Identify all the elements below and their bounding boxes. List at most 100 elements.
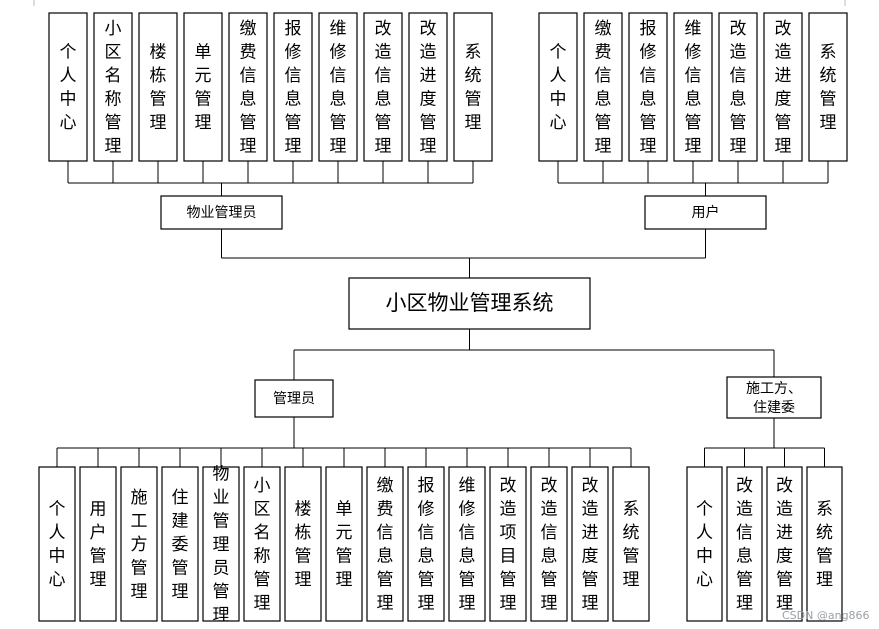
user-module-box [808, 12, 848, 162]
branch-admin: 管理员 [254, 379, 334, 418]
property_manager-module: 报修信息管理 [273, 12, 313, 162]
contractor-module-label: 个人中心 [696, 500, 713, 591]
admin-module-label: 改造信息管理 [541, 476, 558, 614]
property_manager-module-box [273, 12, 313, 162]
contractor-module-box [686, 466, 723, 622]
admin-module-label: 施工方管理 [131, 488, 148, 602]
admin-module-label: 住建委管理 [172, 488, 189, 602]
admin-module: 个人中心 [38, 466, 76, 622]
property_manager-module-box [93, 12, 133, 162]
user-module: 缴费信息管理 [583, 12, 623, 162]
admin-module: 系统管理 [612, 466, 650, 622]
contractor-module-label: 改造进度管理 [776, 476, 793, 614]
admin-module-label: 用户管理 [90, 500, 107, 591]
user-module: 系统管理 [808, 12, 848, 162]
user-module-box [628, 12, 668, 162]
property_manager-module-label: 维修信息管理 [330, 19, 347, 157]
admin-module-label: 楼栋管理 [295, 500, 312, 591]
property_manager-module-label: 楼栋管理 [150, 43, 167, 134]
user-module-label: 缴费信息管理 [595, 19, 612, 157]
property_manager-module: 维修信息管理 [318, 12, 358, 162]
property_manager-module-label: 改造进度管理 [420, 19, 437, 157]
admin-module-box [407, 466, 445, 622]
admin-module: 报修信息管理 [407, 466, 445, 622]
admin-module-label: 维修信息管理 [459, 476, 476, 614]
property_manager-module-box [183, 12, 223, 162]
user-module: 改造信息管理 [718, 12, 758, 162]
user-module-box [763, 12, 803, 162]
property_manager-module-label: 改造信息管理 [375, 19, 392, 157]
admin-module-label: 缴费信息管理 [377, 476, 394, 614]
contractor-label-line-1: 施工方、 [746, 381, 802, 397]
admin-module-box [243, 466, 281, 622]
admin-module-box [38, 466, 76, 622]
property_manager-module: 个人中心 [48, 12, 88, 162]
property_manager-module: 改造信息管理 [363, 12, 403, 162]
admin-box [254, 379, 334, 418]
admin-module-box [489, 466, 527, 622]
module-boxes: 个人中心小区名称管理楼栋管理单元管理缴费信息管理报修信息管理维修信息管理改造信息… [38, 12, 848, 625]
property_manager-module: 改造进度管理 [408, 12, 448, 162]
admin-module-box [366, 466, 404, 622]
property_manager-module-label: 报修信息管理 [285, 19, 302, 157]
admin-module: 改造信息管理 [530, 466, 568, 622]
property_manager-module: 单元管理 [183, 12, 223, 162]
property-manager-box [160, 195, 283, 230]
admin-module-label: 报修信息管理 [418, 476, 435, 614]
admin-module: 物业管理员管理 [202, 464, 240, 625]
property_manager-module-label: 小区名称管理 [105, 19, 122, 157]
admin-module-label: 改造进度管理 [582, 476, 599, 614]
contractor-module: 个人中心 [686, 466, 723, 622]
property_manager-module-label: 缴费信息管理 [240, 19, 257, 157]
admin-module: 施工方管理 [120, 466, 158, 622]
property_manager-module: 系统管理 [453, 12, 493, 162]
root-box [348, 277, 591, 330]
connector-lines [56, 161, 829, 467]
admin-module-label: 物业管理员管理 [213, 464, 230, 625]
user-module-box [673, 12, 713, 162]
property_manager-module-label: 个人中心 [60, 43, 77, 134]
admin-module-box [448, 466, 486, 622]
admin-module-box [325, 466, 363, 622]
property_manager-module-label: 系统管理 [465, 43, 482, 134]
user-module-label: 报修信息管理 [640, 19, 657, 157]
user-module-box [718, 12, 758, 162]
admin-module: 缴费信息管理 [366, 466, 404, 622]
property_manager-module-box [48, 12, 88, 162]
system-title: 小区物业管理系统 [386, 291, 554, 315]
property_manager-module: 楼栋管理 [138, 12, 178, 162]
admin-module-box [571, 466, 609, 622]
user-module: 改造进度管理 [763, 12, 803, 162]
user-module-label: 个人中心 [550, 43, 567, 134]
admin-module-box [120, 466, 158, 622]
branch-property-manager: 物业管理员 [160, 195, 283, 230]
contractor-module-label: 改造信息管理 [736, 476, 753, 614]
root-node: 小区物业管理系统 [348, 277, 591, 330]
property-manager-label: 物业管理员 [187, 205, 257, 221]
admin-module-box [202, 466, 240, 622]
user-module-label: 维修信息管理 [685, 19, 702, 157]
contractor-module-box [766, 466, 803, 622]
admin-module-label: 改造项目管理 [500, 476, 517, 614]
contractor-module-box [726, 466, 763, 622]
contractor-box [726, 376, 822, 419]
admin-module-box [161, 466, 199, 622]
user-module-box [538, 12, 578, 162]
property_manager-module: 缴费信息管理 [228, 12, 268, 162]
branch-contractor: 施工方、 住建委 [726, 376, 822, 419]
user-module-label: 改造信息管理 [730, 19, 747, 157]
user-box [644, 195, 767, 230]
admin-module: 改造项目管理 [489, 466, 527, 622]
contractor-module: 改造信息管理 [726, 466, 763, 622]
admin-module-label: 小区名称管理 [254, 476, 271, 614]
property_manager-module: 小区名称管理 [93, 12, 133, 162]
property_manager-module-box [138, 12, 178, 162]
property_manager-module-label: 单元管理 [195, 43, 212, 134]
user-module-label: 改造进度管理 [775, 19, 792, 157]
user-label: 用户 [692, 204, 720, 221]
admin-module-label: 单元管理 [336, 500, 353, 591]
admin-module: 小区名称管理 [243, 466, 281, 622]
contractor-module: 改造进度管理 [766, 466, 803, 622]
